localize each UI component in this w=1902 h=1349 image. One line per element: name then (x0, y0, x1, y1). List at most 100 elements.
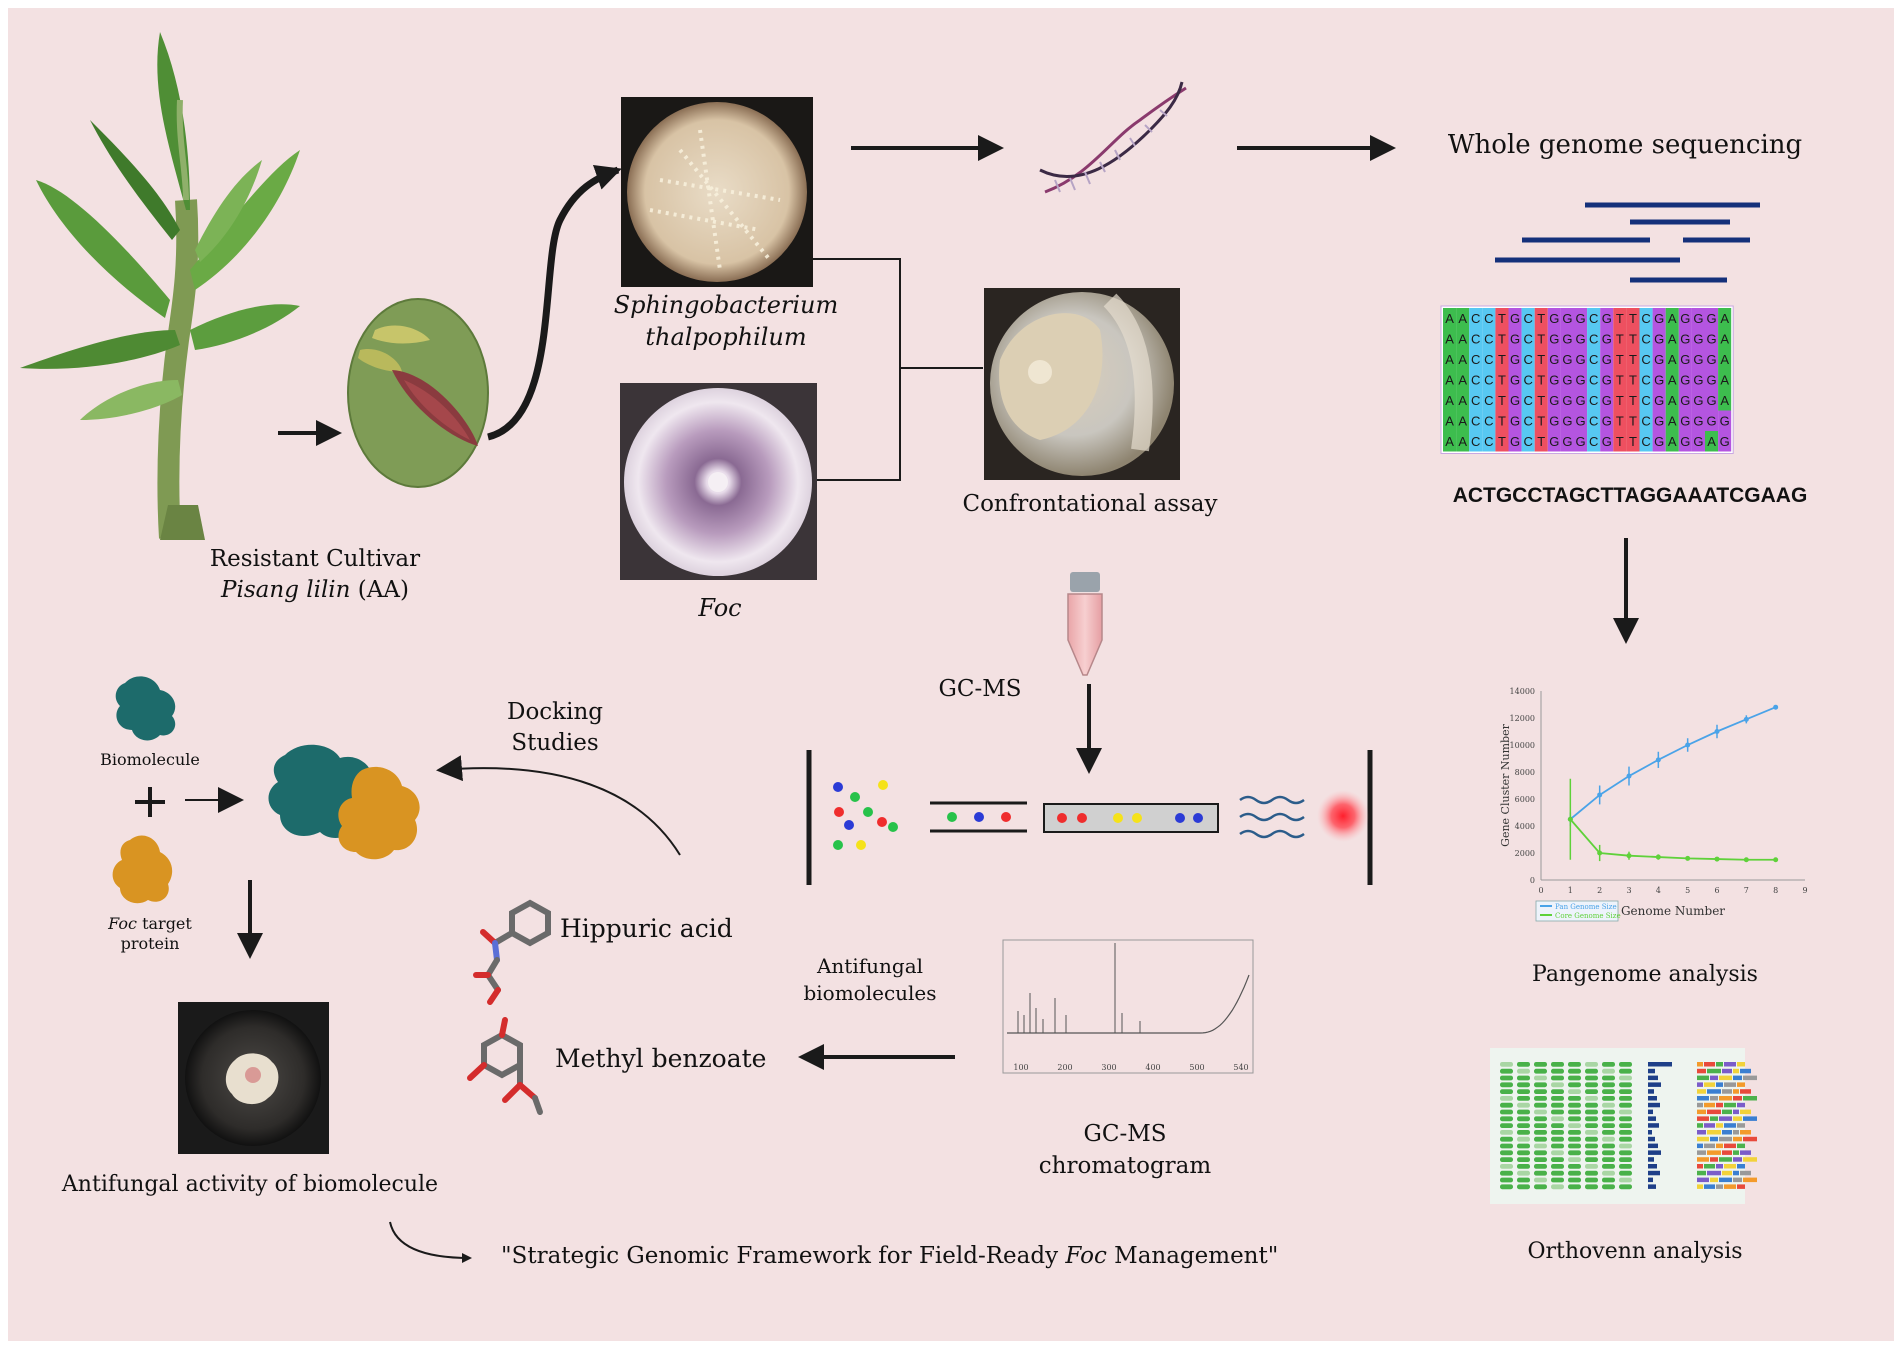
base-letter: G (1680, 372, 1690, 387)
base-cell (1613, 328, 1627, 349)
orthovenn-cell (1500, 1170, 1513, 1176)
base-letter: C (1523, 331, 1532, 346)
base-cell (1521, 390, 1535, 411)
orthovenn-cell (1568, 1068, 1581, 1074)
base-cell (1560, 431, 1574, 452)
base-letter: A (1458, 331, 1467, 346)
base-cell (1652, 431, 1666, 452)
base-letter: C (1471, 352, 1480, 367)
base-cell (1534, 308, 1548, 329)
orthovenn-cell (1568, 1096, 1581, 1101)
dna-helix-icon (1039, 81, 1187, 194)
base-cell (1691, 431, 1705, 452)
base-cell (1508, 349, 1522, 370)
orthovenn-stack-segment (1724, 1102, 1736, 1108)
orthovenn-cell (1602, 1164, 1615, 1169)
orthovenn-cell (1517, 1109, 1530, 1115)
orthovenn-cell (1602, 1096, 1615, 1101)
orthovenn-cell (1534, 1164, 1547, 1169)
orthovenn-cell (1534, 1170, 1547, 1176)
base-letter: C (1523, 311, 1532, 326)
orthovenn-cell (1602, 1109, 1615, 1115)
orthovenn-stack-segment (1707, 1150, 1721, 1155)
orthovenn-cell (1602, 1075, 1615, 1081)
base-letter: T (1629, 434, 1637, 449)
orthovenn-cell (1500, 1082, 1513, 1088)
base-letter: A (1668, 331, 1677, 346)
orthovenn-stack-segment (1710, 1075, 1718, 1081)
base-letter: G (1602, 413, 1612, 428)
methyl-benzoate-structure (467, 1017, 543, 1115)
base-cell (1718, 369, 1732, 390)
data-point (1655, 854, 1661, 860)
orthovenn-stack-segment (1710, 1096, 1718, 1101)
orthovenn-stack-segment (1724, 1062, 1736, 1067)
base-letter: G (1510, 311, 1520, 326)
foc-label: Foc (698, 594, 742, 622)
base-letter: T (1616, 311, 1624, 326)
base-cell (1678, 369, 1692, 390)
base-letter: C (1589, 311, 1598, 326)
banana-flower-photo (347, 298, 489, 488)
base-cell (1456, 328, 1470, 349)
antifungal-line1: Antifungal (816, 954, 924, 978)
orthovenn-stack-segment (1697, 1123, 1703, 1128)
orthovenn-cell (1500, 1062, 1513, 1067)
base-cell (1626, 410, 1640, 431)
base-letter: T (1498, 311, 1506, 326)
orthovenn-stack-segment (1722, 1150, 1732, 1155)
orthovenn-cell (1619, 1170, 1632, 1176)
base-letter: C (1471, 372, 1480, 387)
base-cell (1613, 390, 1627, 411)
base-letter: G (1680, 413, 1690, 428)
orthovenn-cell (1619, 1102, 1632, 1108)
base-letter: C (1641, 434, 1650, 449)
orthovenn-cell (1585, 1075, 1598, 1081)
docking-studies-label: Docking Studies (490, 697, 620, 759)
orthovenn-cell (1517, 1177, 1530, 1183)
base-cell (1613, 349, 1627, 370)
base-cell (1547, 410, 1561, 431)
base-cell (1665, 410, 1679, 431)
base-cell (1508, 308, 1522, 329)
data-point (1626, 853, 1632, 859)
banana-plant-illustration (20, 32, 300, 540)
base-letter: G (1602, 331, 1612, 346)
orthovenn-stack-segment (1719, 1075, 1732, 1081)
gcms-label: GC-MS (938, 676, 1022, 702)
base-cell (1678, 410, 1692, 431)
base-cell (1652, 390, 1666, 411)
orthovenn-cell (1568, 1157, 1581, 1162)
base-cell (1547, 308, 1561, 329)
orthovenn-stack-segment (1697, 1143, 1703, 1149)
base-cell (1626, 431, 1640, 452)
orthovenn-cell (1619, 1096, 1632, 1101)
orthovenn-cell (1568, 1109, 1581, 1115)
base-letter: C (1471, 331, 1480, 346)
legend-box (1535, 900, 1619, 922)
base-letter: C (1523, 352, 1532, 367)
orthovenn-cell (1534, 1130, 1547, 1135)
orthovenn-stack-segment (1740, 1109, 1751, 1115)
compound-methyl-benzoate: Methyl benzoate (555, 1044, 767, 1073)
base-cell (1705, 390, 1719, 411)
base-letter: G (1562, 372, 1572, 387)
orthovenn-count-bar (1648, 1150, 1661, 1155)
base-cell (1652, 369, 1666, 390)
base-cell (1613, 369, 1627, 390)
x-tick-label: 0 (1538, 886, 1543, 895)
base-cell (1587, 410, 1601, 431)
base-letter: A (1458, 352, 1467, 367)
orthovenn-stack-segment (1697, 1164, 1703, 1169)
base-cell (1574, 390, 1588, 411)
base-letter: T (1537, 372, 1545, 387)
base-letter: G (1549, 311, 1559, 326)
orthovenn-cell (1500, 1177, 1513, 1183)
y-tick-label: 12000 (1510, 714, 1535, 723)
base-cell (1521, 369, 1535, 390)
base-letter: T (1498, 372, 1506, 387)
orthovenn-stack-segment (1697, 1109, 1706, 1115)
base-cell (1443, 349, 1457, 370)
orthovenn-cell (1534, 1075, 1547, 1081)
antifungal-line2: biomolecules (803, 981, 937, 1005)
